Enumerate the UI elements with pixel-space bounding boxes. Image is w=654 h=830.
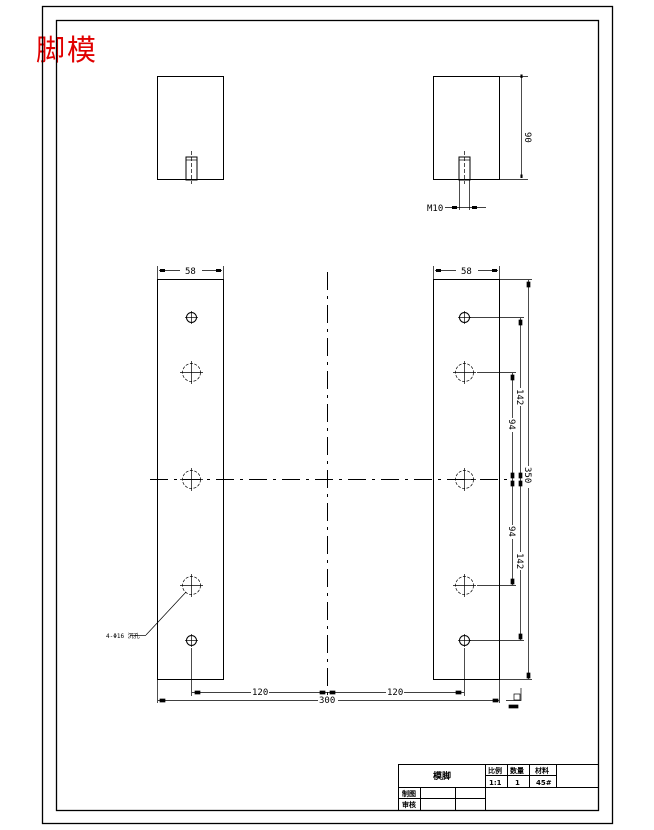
thread-size-label: M10	[427, 204, 443, 214]
drawing-title: 脚模	[36, 33, 99, 67]
plan-view-right	[433, 266, 500, 680]
outer-frame	[41, 5, 614, 825]
width-dim-right: 58	[461, 267, 472, 277]
tb-qty-value: 1	[515, 779, 520, 787]
dim-94-top: 94	[506, 419, 516, 430]
dim-142-bottom: 142	[514, 553, 524, 569]
dim-94-bottom: 94	[506, 526, 516, 537]
tb-qty-label: 数量	[510, 766, 524, 775]
dim-142-top: 142	[514, 389, 524, 405]
tb-material-value: 45#	[536, 779, 552, 787]
title-block	[398, 764, 599, 811]
tb-scale-value: 1:1	[489, 779, 502, 787]
tb-drawn-label: 制图	[402, 789, 416, 798]
surface-finish-symbol	[506, 688, 522, 709]
dim-300: 300	[319, 696, 335, 706]
side-view-left	[157, 76, 224, 184]
side-view-right	[433, 74, 528, 210]
plan-view-left	[157, 266, 224, 680]
horizontal-dims	[157, 648, 500, 703]
tb-material-label: 材料	[534, 766, 549, 775]
tb-part-name: 模脚	[433, 770, 451, 782]
dim-120-right: 120	[387, 688, 403, 698]
dim-120-left: 120	[252, 688, 268, 698]
tb-checked-label: 审核	[402, 800, 416, 809]
dim-350: 350	[522, 467, 532, 483]
hole-callout: 4-Φ16 沉孔	[106, 632, 140, 640]
inner-frame	[55, 19, 600, 812]
height-dim-90: 90	[522, 132, 532, 143]
tb-scale-label: 比例	[488, 766, 502, 775]
holes-right	[453, 311, 476, 647]
width-dim-left: 58	[185, 267, 196, 277]
